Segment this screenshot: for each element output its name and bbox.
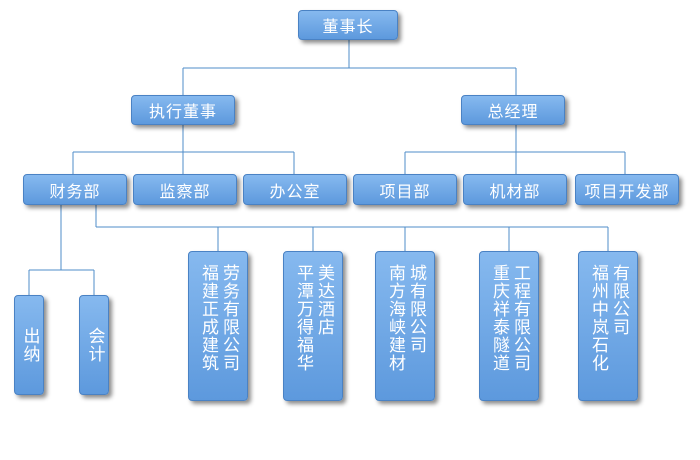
project-dev-dept-box: 项目开发部	[575, 174, 679, 205]
company-text-col: 美达酒店	[314, 264, 334, 336]
executive-director-label: 执行董事	[148, 102, 217, 121]
equipment-dept-box: 机材部	[463, 174, 567, 205]
company-text-col: 劳务有限公司	[219, 264, 239, 372]
company-text-col: 南方海峡建材	[385, 264, 405, 372]
company-box-chongqing-xiangtai: 工程有限公司 重庆祥泰隧道	[479, 251, 539, 401]
company-text-col: 福建正成建筑	[198, 264, 218, 372]
company-box-pingtan-wandefuhua: 美达酒店 平潭万得福华	[283, 251, 343, 401]
office-dept-box: 办公室	[243, 174, 347, 205]
chairman-label: 董事长	[322, 17, 374, 36]
cashier-box: 出纳	[14, 295, 44, 395]
project-dept-box: 项目部	[353, 174, 457, 205]
finance-dept-label: 财务部	[49, 181, 101, 201]
supervision-dept-box: 监察部	[133, 174, 237, 205]
company-text-col: 城有限公司	[406, 264, 426, 354]
equipment-dept-label: 机材部	[489, 181, 541, 201]
project-dev-dept-label: 项目开发部	[584, 181, 670, 201]
company-text-col: 平潭万得福华	[293, 264, 313, 372]
supervision-dept-label: 监察部	[159, 181, 211, 201]
finance-dept-box: 财务部	[23, 174, 127, 205]
company-box-nanfang-haixia: 城有限公司 南方海峡建材	[375, 251, 435, 401]
executive-director-box: 执行董事	[131, 95, 235, 125]
accountant-label: 会计	[84, 327, 105, 363]
chairman-box: 董事长	[298, 10, 398, 40]
general-manager-box: 总经理	[461, 95, 565, 125]
office-dept-label: 办公室	[269, 181, 321, 201]
cashier-label: 出纳	[19, 327, 40, 363]
company-box-fuzhou-zhonglan: 有限公司 福州中岚石化	[578, 251, 638, 401]
company-text-col: 有限公司	[609, 264, 629, 336]
project-dept-label: 项目部	[379, 181, 431, 201]
company-box-fujian-zhengcheng: 劳务有限公司 福建正成建筑	[188, 251, 248, 401]
accountant-box: 会计	[79, 295, 109, 395]
company-text-col: 工程有限公司	[510, 264, 530, 372]
company-text-col: 福州中岚石化	[588, 264, 608, 372]
company-text-col: 重庆祥泰隧道	[489, 264, 509, 372]
general-manager-label: 总经理	[487, 102, 539, 121]
